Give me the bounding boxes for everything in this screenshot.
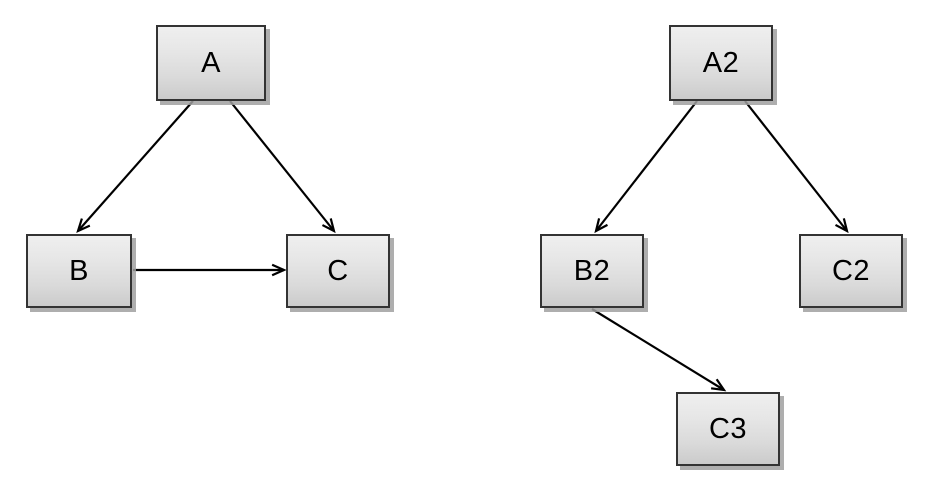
node-b2-label: B2 — [573, 254, 611, 287]
arrowhead-icon — [834, 218, 849, 234]
edge-line — [77, 100, 194, 232]
edge-a-to-c — [229, 100, 336, 234]
arrowhead-icon — [594, 218, 608, 234]
node-c3-label: C3 — [708, 412, 748, 445]
node-c[interactable]: C — [286, 234, 390, 308]
edge-a-to-b — [76, 100, 194, 234]
arrowhead-icon — [321, 218, 336, 234]
arrowhead-icon — [76, 218, 91, 234]
edge-b2-to-c3 — [591, 308, 727, 392]
arrowhead-icon — [710, 378, 727, 392]
edge-line — [229, 100, 335, 232]
edge-line — [591, 308, 725, 391]
node-a2-label: A2 — [702, 46, 740, 79]
node-c2[interactable]: C2 — [799, 234, 903, 308]
node-b-label: B — [69, 254, 89, 287]
node-b2[interactable]: B2 — [540, 234, 644, 308]
node-a[interactable]: A — [156, 25, 266, 101]
node-b[interactable]: B — [26, 234, 132, 308]
node-c2-label: C2 — [831, 254, 871, 287]
edge-b-to-c — [133, 263, 287, 277]
edge-line — [744, 100, 848, 232]
node-c3[interactable]: C3 — [676, 392, 780, 466]
edge-a2-to-c2 — [744, 100, 849, 234]
edge-line — [595, 100, 698, 232]
node-a2[interactable]: A2 — [669, 25, 773, 101]
node-c-label: C — [327, 254, 349, 287]
edge-a2-to-b2 — [594, 100, 698, 234]
node-a-label: A — [201, 46, 221, 79]
arrowhead-icon — [271, 263, 287, 277]
